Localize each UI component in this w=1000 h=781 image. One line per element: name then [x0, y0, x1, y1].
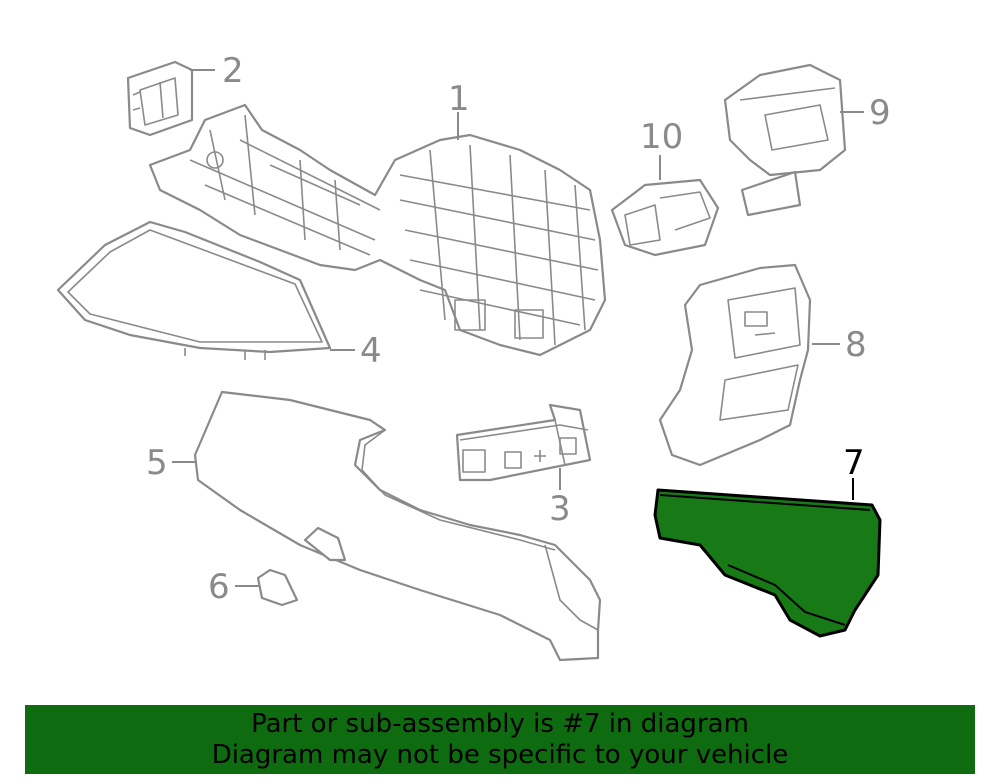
callout-7: 7: [843, 443, 865, 483]
part-2-bracket[interactable]: [126, 60, 194, 137]
part-10-switch[interactable]: [610, 178, 720, 257]
callout-8: 8: [845, 325, 867, 365]
callout-4: 4: [360, 331, 382, 371]
parts-diagram: 1 2 3 4 5 6 7 8 9 10: [56, 51, 891, 662]
banner-line-1: Part or sub-assembly is #7 in diagram: [251, 709, 749, 739]
part-6-clip[interactable]: [256, 568, 299, 607]
part-8-rear-trim[interactable]: [658, 263, 812, 467]
part-4-side-trim[interactable]: [56, 220, 332, 360]
callout-9: 9: [869, 93, 891, 133]
callout-5: 5: [146, 443, 168, 483]
callout-6: 6: [208, 567, 230, 607]
part-3-switch-panel[interactable]: [455, 403, 592, 482]
part-5-console-side-panel[interactable]: [193, 390, 602, 662]
part-9-bezel[interactable]: [723, 63, 847, 217]
callout-2: 2: [222, 51, 244, 91]
callout-1: 1: [448, 79, 470, 119]
callout-3: 3: [549, 489, 571, 529]
banner-line-2: Diagram may not be specific to your vehi…: [211, 740, 789, 770]
callout-10: 10: [640, 117, 683, 157]
part-1-console-frame[interactable]: [148, 103, 607, 357]
info-banner: Part or sub-assembly is #7 in diagram Di…: [25, 705, 975, 774]
part-7-end-cap-highlighted[interactable]: [653, 488, 882, 638]
